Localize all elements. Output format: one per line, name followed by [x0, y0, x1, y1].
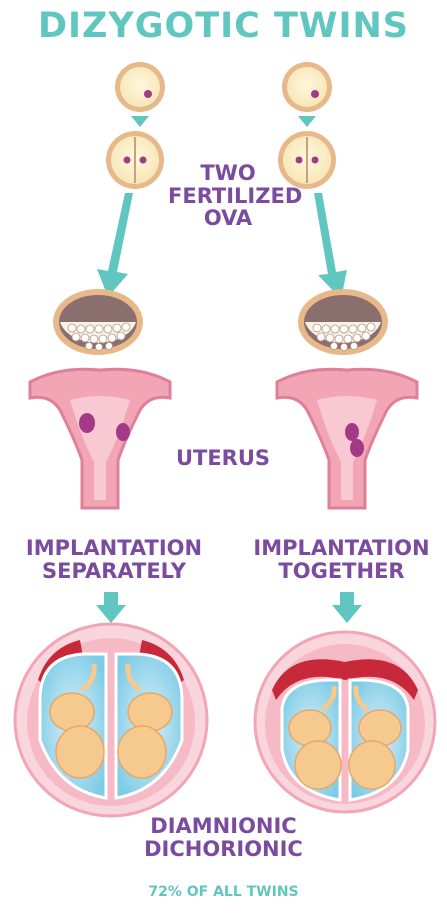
separately-line1: IMPLANTATION — [6, 537, 222, 560]
right-uterus — [277, 369, 417, 508]
right-twin-sac — [255, 632, 435, 812]
together-line1: IMPLANTATION — [236, 537, 447, 560]
implantation-together-label: IMPLANTATION TOGETHER — [236, 537, 447, 582]
fertilized-ova-label: TWO FERTILIZED OVA — [168, 162, 288, 230]
ova-label-line3: OVA — [168, 207, 288, 230]
together-line2: TOGETHER — [236, 560, 447, 583]
right-arrow-bottom — [332, 592, 362, 623]
right-blastocyst — [298, 289, 388, 355]
left-arrow-small — [131, 116, 149, 127]
percentage-caption: 72% OF ALL TWINS — [80, 884, 367, 900]
right-arrow-small — [298, 116, 316, 127]
left-arrow-bottom — [96, 592, 126, 623]
separately-line2: SEPARATELY — [6, 560, 222, 583]
ova-label-line1: TWO — [168, 162, 288, 185]
ova-label-line2: FERTILIZED — [168, 185, 288, 208]
left-twin-sac — [15, 624, 207, 816]
left-blastocyst — [53, 289, 143, 355]
right-zygote — [282, 62, 332, 112]
right-arrow-long — [314, 193, 347, 299]
left-zygote — [115, 62, 165, 112]
twin-type-label: DIAMNIONIC DICHORIONIC — [100, 815, 347, 860]
twin-type-line2: DICHORIONIC — [100, 838, 347, 861]
left-two-cell-ovum — [106, 131, 164, 189]
uterus-label: UTERUS — [163, 447, 283, 470]
twin-type-line1: DIAMNIONIC — [100, 815, 347, 838]
left-arrow-long — [97, 193, 133, 297]
implantation-separately-label: IMPLANTATION SEPARATELY — [6, 537, 222, 582]
left-uterus — [30, 369, 170, 508]
